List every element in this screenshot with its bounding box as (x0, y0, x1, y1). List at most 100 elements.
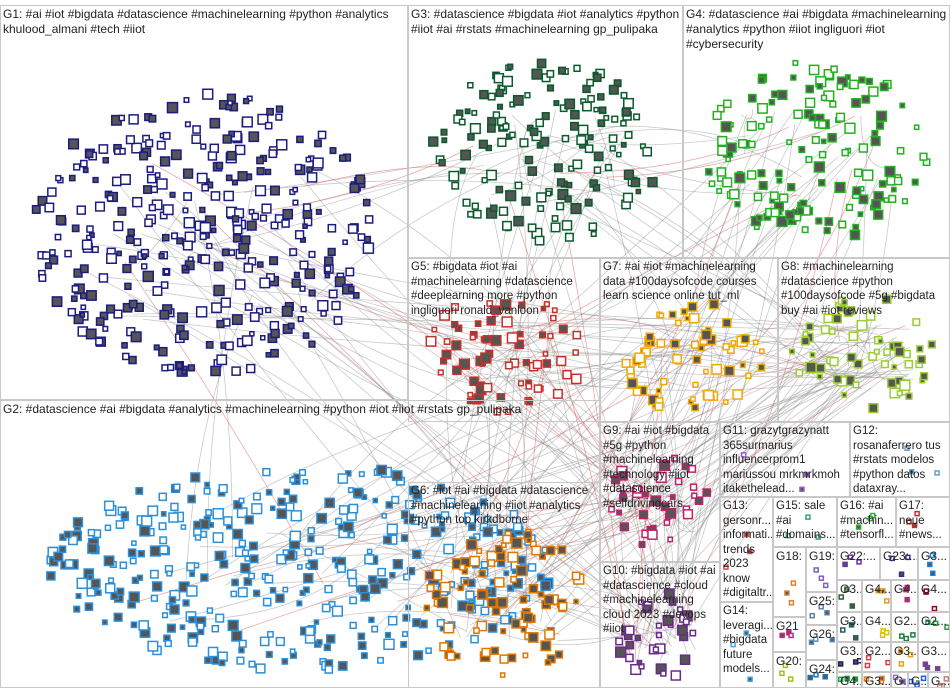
node-g2[interactable] (267, 630, 274, 638)
node-g2[interactable] (72, 517, 84, 528)
node-g4[interactable] (849, 79, 859, 90)
node-g2[interactable] (265, 489, 273, 496)
node-g5[interactable] (451, 320, 459, 329)
node-g2[interactable] (307, 535, 315, 543)
node-g1[interactable] (289, 248, 298, 257)
node-g1[interactable] (238, 242, 250, 254)
node-g2[interactable] (349, 596, 358, 605)
node-g1[interactable] (170, 232, 179, 240)
node-g3[interactable] (469, 123, 481, 135)
node-g2[interactable] (200, 573, 209, 582)
node-g1[interactable] (270, 348, 279, 358)
node-g3[interactable] (539, 136, 550, 147)
node-g2[interactable] (158, 492, 168, 502)
node-g4[interactable] (911, 178, 919, 186)
node-g4[interactable] (757, 169, 766, 178)
node-g2[interactable] (443, 543, 454, 555)
node-g2[interactable] (381, 513, 387, 519)
node-g6[interactable] (496, 596, 508, 608)
node-g2[interactable] (296, 600, 303, 607)
node-g4[interactable] (820, 138, 827, 145)
node-g6[interactable] (571, 571, 581, 581)
node-g3[interactable] (478, 139, 488, 149)
node-g1[interactable] (362, 242, 375, 254)
node-g2[interactable] (186, 562, 196, 572)
node-g25[interactable] (809, 612, 815, 619)
node-g22[interactable] (847, 554, 854, 560)
node-g4[interactable] (804, 97, 816, 108)
node-g10[interactable] (638, 599, 644, 606)
node-g2[interactable] (166, 570, 173, 577)
node-g9[interactable] (665, 507, 677, 519)
node-g1[interactable] (249, 330, 255, 337)
node-g2[interactable] (302, 586, 310, 594)
node-g2[interactable] (211, 624, 220, 633)
node-g4[interactable] (722, 177, 733, 188)
node-g4[interactable] (746, 120, 757, 132)
node-g1[interactable] (207, 151, 218, 161)
node-g1[interactable] (299, 260, 309, 270)
node-g1[interactable] (167, 363, 175, 372)
node-g3[interactable] (611, 115, 619, 123)
node-g3[interactable] (507, 63, 514, 70)
node-g2[interactable] (315, 546, 324, 555)
node-g1[interactable] (246, 363, 256, 374)
node-g7[interactable] (655, 387, 662, 394)
node-g2[interactable] (161, 612, 169, 619)
node-g8[interactable] (805, 322, 814, 331)
node-g4[interactable] (729, 189, 740, 200)
node-g15[interactable] (815, 534, 821, 540)
node-g2[interactable] (342, 521, 354, 533)
node-gr1a[interactable] (849, 603, 856, 609)
node-g4[interactable] (830, 65, 838, 73)
node-g3[interactable] (514, 181, 523, 190)
node-g6[interactable] (459, 564, 466, 571)
node-g5[interactable] (440, 357, 448, 365)
node-g2[interactable] (389, 571, 396, 579)
node-g5[interactable] (514, 339, 524, 350)
node-g2[interactable] (116, 587, 125, 596)
node-g7[interactable] (722, 343, 730, 351)
node-g1[interactable] (98, 144, 109, 154)
node-g8[interactable] (880, 360, 890, 369)
node-g2[interactable] (346, 569, 357, 580)
node-g1[interactable] (287, 322, 295, 330)
node-g1[interactable] (92, 176, 99, 184)
node-g1[interactable] (73, 163, 81, 171)
node-g3[interactable] (588, 222, 598, 231)
node-g8[interactable] (896, 390, 903, 397)
node-g1[interactable] (152, 286, 163, 297)
node-g2[interactable] (325, 634, 336, 644)
node-g2[interactable] (218, 659, 226, 667)
node-g5[interactable] (466, 397, 474, 405)
node-g4[interactable] (871, 129, 879, 137)
node-g6[interactable] (526, 537, 532, 544)
node-g2[interactable] (479, 498, 488, 506)
node-g26[interactable] (808, 639, 815, 646)
node-g3[interactable] (624, 130, 633, 139)
node-g2[interactable] (335, 517, 343, 525)
node-g2[interactable] (103, 500, 115, 511)
node-g1[interactable] (142, 270, 154, 283)
node-g2[interactable] (141, 515, 153, 527)
node-g11[interactable] (804, 471, 810, 478)
node-g5[interactable] (518, 301, 526, 309)
node-gr4a[interactable] (852, 676, 859, 682)
node-g1[interactable] (294, 163, 302, 172)
node-g2[interactable] (527, 563, 537, 572)
node-g2[interactable] (205, 509, 212, 516)
node-g7[interactable] (752, 339, 759, 346)
node-g1[interactable] (268, 149, 278, 159)
node-g1[interactable] (55, 214, 66, 226)
node-g2[interactable] (90, 578, 101, 589)
node-g4[interactable] (818, 179, 826, 187)
node-g6[interactable] (478, 570, 486, 578)
node-g1[interactable] (300, 306, 307, 313)
node-g1[interactable] (182, 168, 194, 179)
node-g1[interactable] (81, 239, 93, 250)
node-g2[interactable] (276, 508, 288, 520)
node-g23[interactable] (905, 554, 911, 561)
node-g6[interactable] (522, 612, 534, 623)
node-g5[interactable] (517, 330, 524, 338)
node-g1[interactable] (162, 204, 174, 216)
